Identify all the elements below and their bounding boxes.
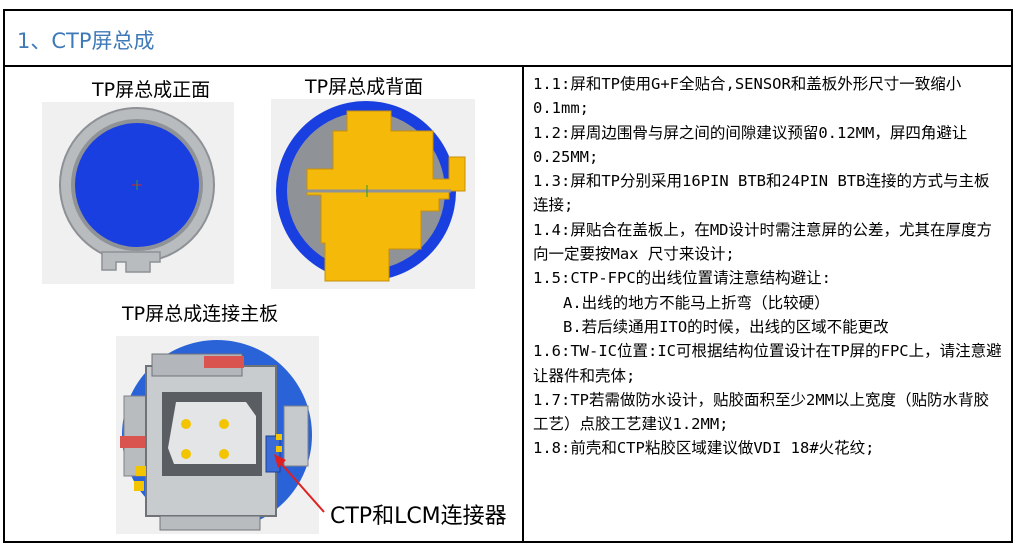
note-item: 1.4:屏贴合在盖板上，在MD设计时需注意屏的公差，尤其在厚度方向一定要按Max… [533, 220, 992, 264]
note-item: 1.1:屏和TP使用G+F全贴合,SENSOR和盖板外形尺寸一致缩小0.1mm; [533, 75, 962, 118]
caption-mainboard: TP屏总成连接主板 [122, 303, 279, 325]
tp-mainboard-image [116, 336, 319, 534]
tp-back-image [271, 99, 475, 289]
note-subitem: B.若后续通用ITO的时候，出线的区域不能更改 [563, 317, 889, 336]
note-subitem: A.出线的地方不能马上折弯（比较硬） [563, 293, 830, 312]
caption-back: TP屏总成背面 [305, 76, 424, 98]
title-bar: 1、CTP屏总成 [3, 9, 1013, 67]
connector-callout-label: CTP和LCM连接器 [330, 504, 507, 529]
note-item: 1.8:前壳和CTP粘胶区域建议做VDI 18#火花纹; [533, 439, 875, 458]
column-divider [522, 66, 524, 543]
tp-front-image [42, 102, 234, 284]
note-item: 1.3:屏和TP分别采用16PIN BTB和24PIN BTB连接的方式与主板连… [533, 172, 990, 215]
note-item: 1.5:CTP-FPC的出线位置请注意结构避让: [533, 269, 831, 288]
callout-arrow [274, 454, 325, 513]
note-item: 1.2:屏周边围骨与屏之间的间隙建议预留0.12MM，屏四角避让0.25MM; [533, 123, 968, 166]
notes-list: 1.1:屏和TP使用G+F全贴合,SENSOR和盖板外形尺寸一致缩小0.1mm;… [533, 72, 1003, 461]
caption-front: TP屏总成正面 [92, 79, 211, 101]
note-item: 1.7:TP若需做防水设计，贴胶面积至少2MM以上宽度（贴防水背胶工艺）点胶工艺… [533, 390, 989, 434]
note-item: 1.6:TW-IC位置:IC可根据结构位置设计在TP屏的FPC上，请注意避让器件… [533, 342, 1002, 385]
section-title: 1、CTP屏总成 [17, 29, 155, 53]
